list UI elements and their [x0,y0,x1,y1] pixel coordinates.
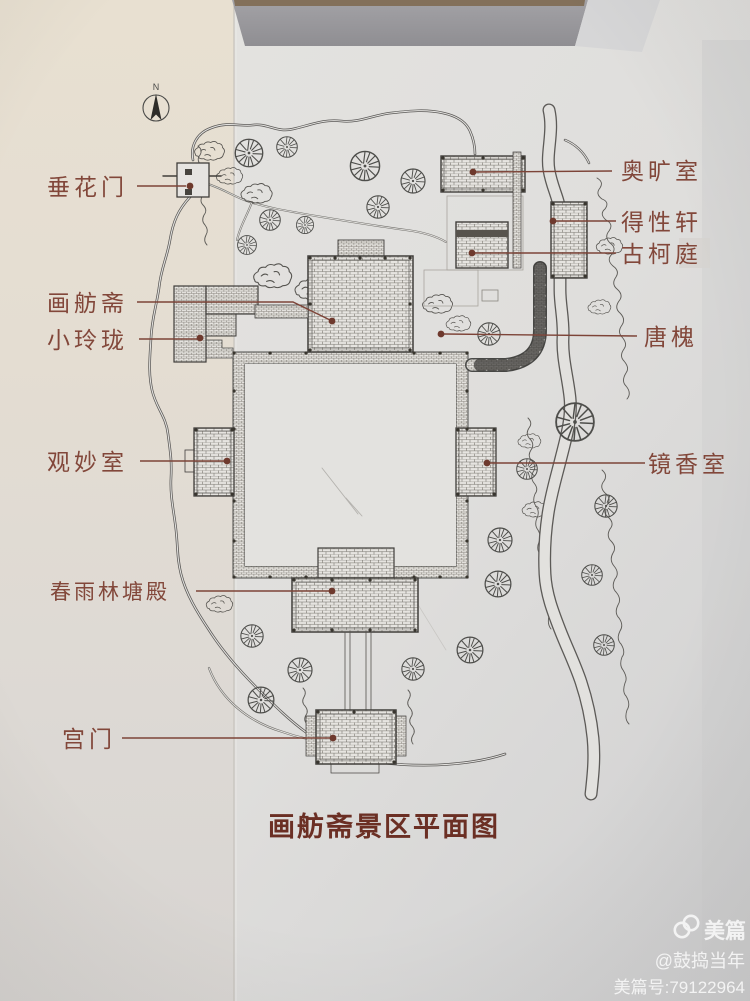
building-dexingxuan [550,201,588,279]
covered-walk-connector [254,304,309,319]
label-jingxiangshi: 镜香室 [648,452,729,477]
label-gukerting: 古柯庭 [621,242,702,267]
ne-wall-band [512,151,522,269]
watermark: 美篇 @鼓捣当年 美篇号:79122964 [614,914,746,997]
label-chunyulintang: 春雨林塘殿 [50,580,170,604]
left-wall-panel [0,0,234,1001]
building-huafangzhai [307,255,414,353]
label-guanmiaoshi: 观妙室 [47,450,128,475]
watermark-brand: 美篇 [704,919,746,943]
label-tanghuai: 唐槐 [644,325,698,350]
label-xiaolinglong: 小玲珑 [47,328,128,353]
leader-aokuangshi [475,170,613,173]
label-huafangzhai: 画舫斋 [47,291,128,316]
north-letter: N [153,82,160,92]
building-chunyulintang [291,577,419,633]
watermark-handle: @鼓捣当年 [655,951,745,971]
building-huafangzhai-porch [337,239,385,257]
building-chunyulintang-north [317,547,395,579]
label-dexingxuan: 得性轩 [621,210,702,235]
building-aokuangshi [440,155,526,193]
shelf-edge [234,0,585,6]
meipian-knot-icon [673,914,700,939]
building-xiaolinglong [173,285,207,363]
building-gongmen [315,709,397,765]
building-guketing [455,221,509,269]
label-aokuangshi: 奥旷室 [621,159,702,184]
label-gongmen: 宫门 [62,727,116,752]
pond [245,364,456,566]
label-chuihuamen: 垂花门 [47,175,128,200]
overhead-shelf [232,0,588,46]
watermark-account: 美篇号:79122964 [614,978,745,997]
plan-title: 画舫斋景区平面图 [268,811,500,842]
building-chuihuamen [176,162,210,198]
